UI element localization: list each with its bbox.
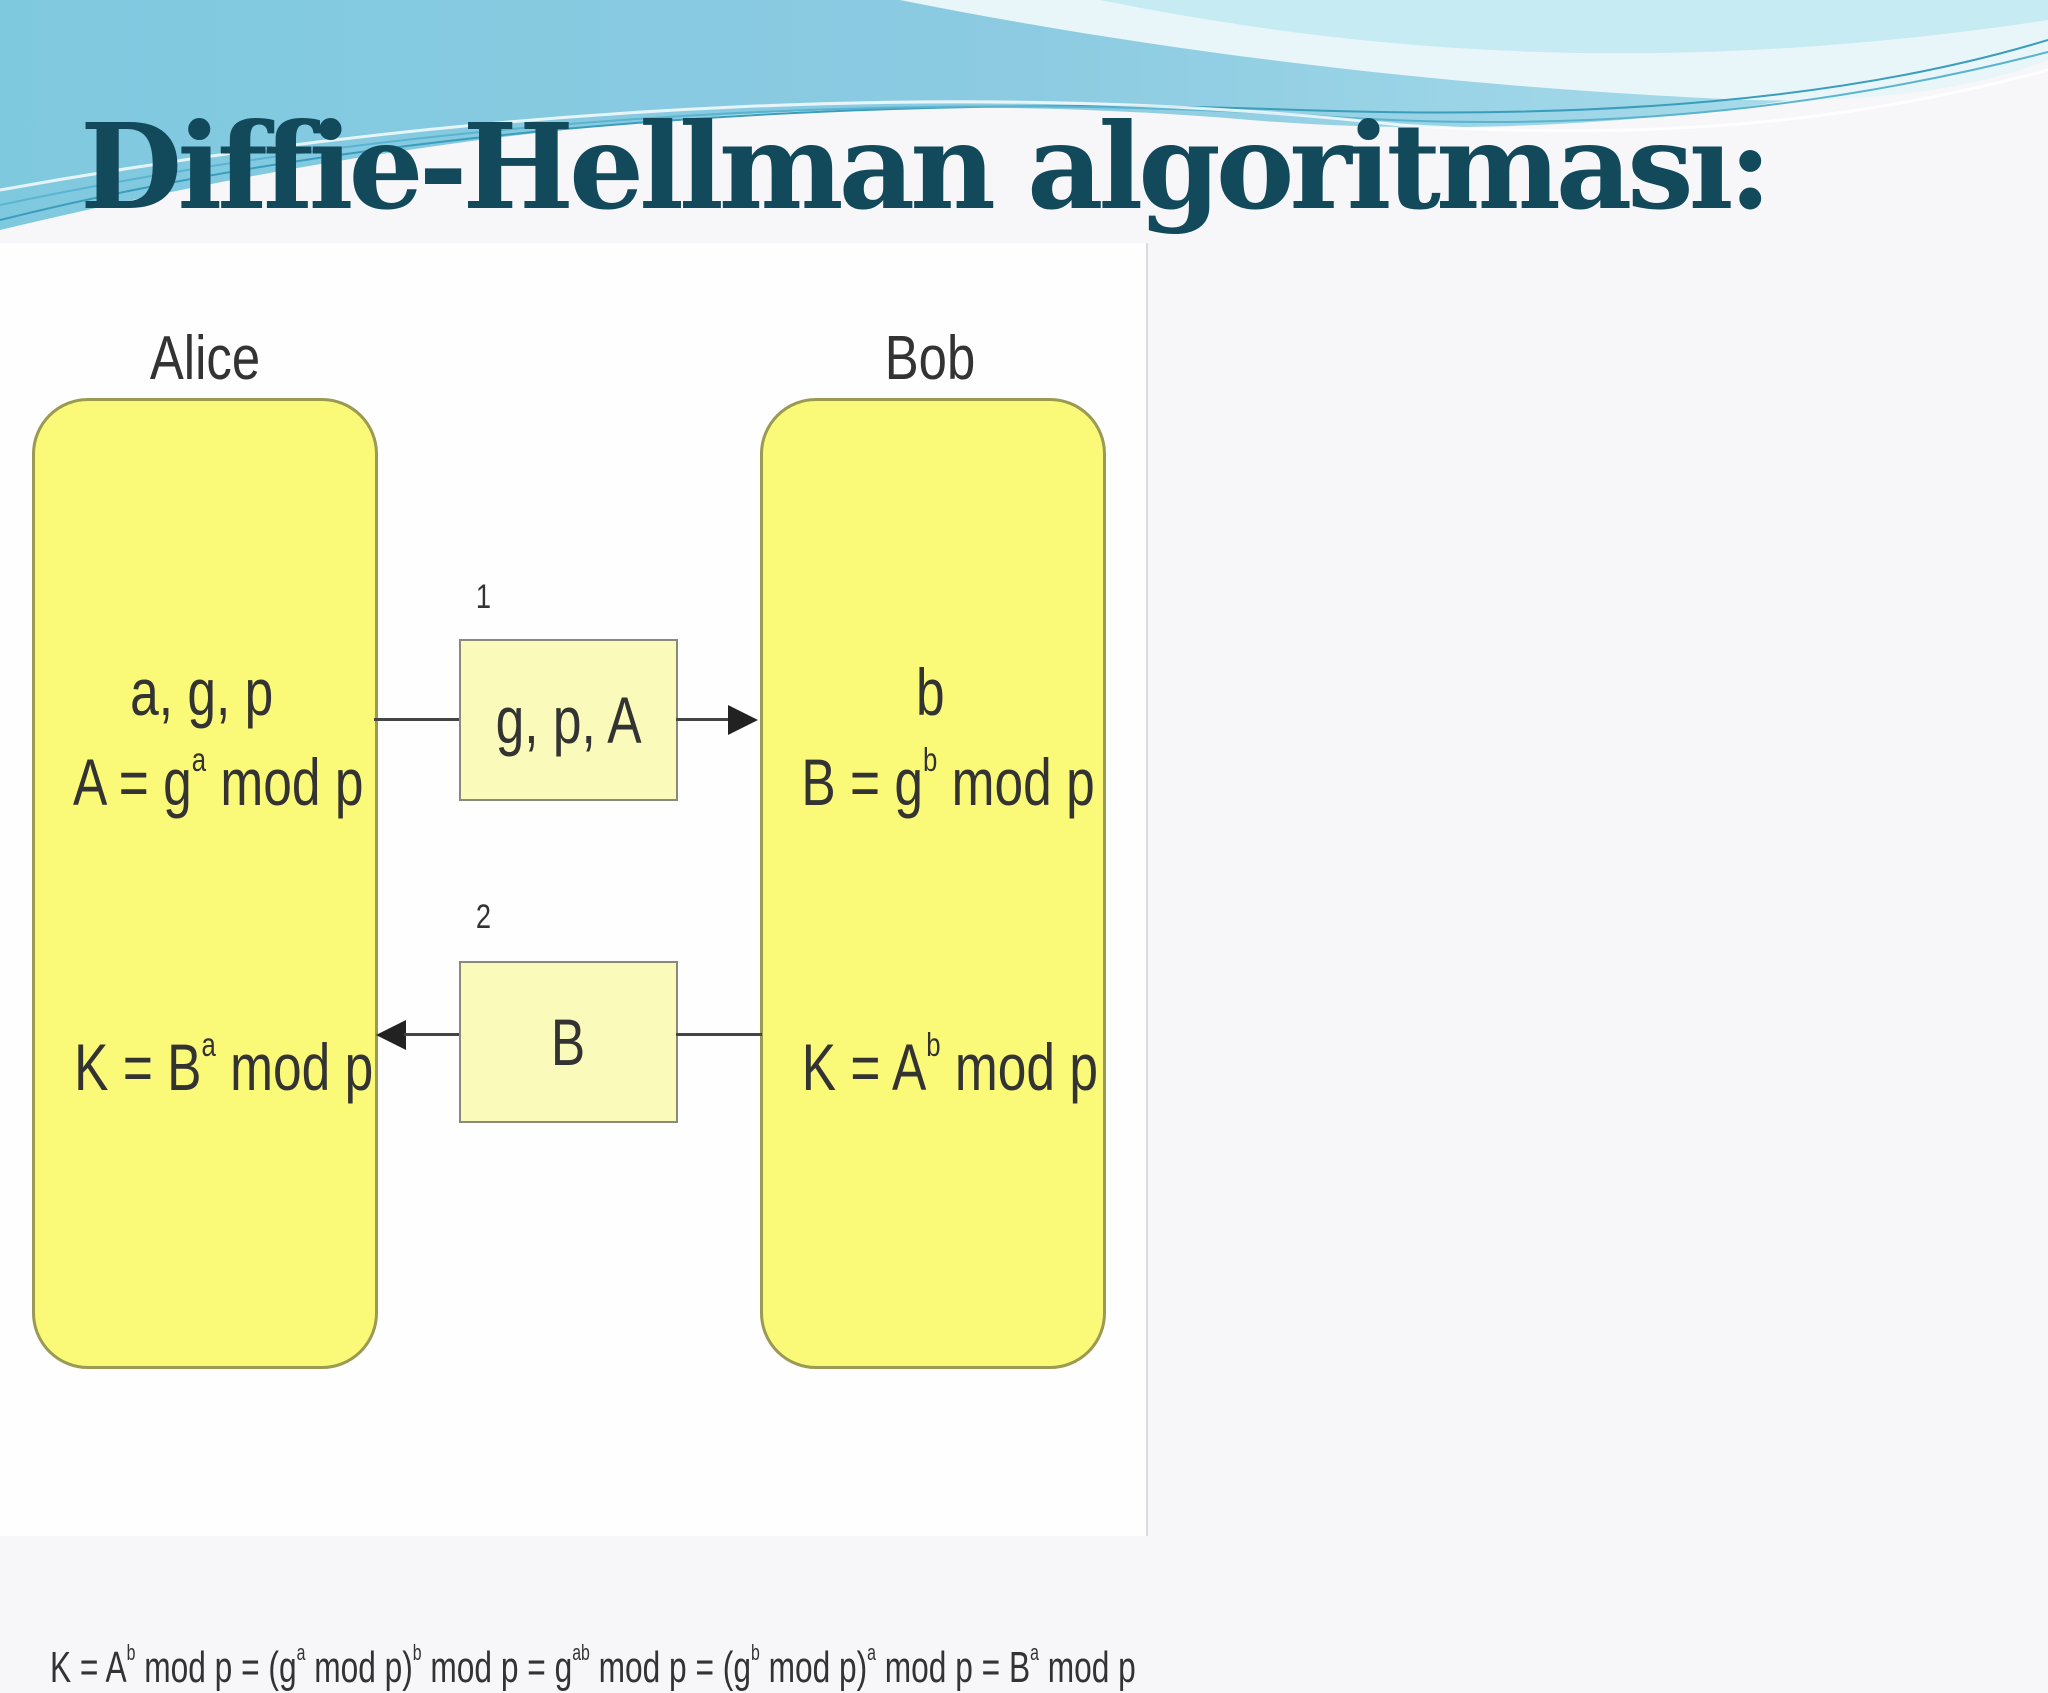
bob-public-key-formula: B = gb mod p (801, 741, 1095, 819)
alice-label: Alice (149, 324, 261, 393)
bob-box (760, 398, 1106, 1369)
slide-title: Diffie-Hellman algoritması: (80, 97, 1772, 236)
alice-private-values: a, g, p (130, 655, 274, 729)
arrow-left-icon (376, 1020, 406, 1050)
message-2-line-left (404, 1033, 460, 1036)
message-2-box: B (459, 961, 678, 1123)
bob-private-value: b (915, 655, 945, 729)
message-1-line-right (676, 718, 731, 721)
bob-shared-key-formula: K = Ab mod p (801, 1026, 1098, 1104)
diffie-hellman-diagram: Alice Bob a, g, p A = ga mod p K = Ba mo… (0, 243, 1148, 1692)
alice-shared-key-formula: K = Ba mod p (74, 1026, 374, 1104)
arrow-right-icon (728, 705, 758, 735)
message-2-line-right (676, 1033, 762, 1036)
alice-public-key-formula: A = ga mod p (72, 741, 364, 819)
shared-key-derivation: K = Ab mod p = (ga mod p)b mod p = gab m… (50, 1639, 1136, 1692)
bob-label: Bob (884, 324, 976, 393)
step-1-label: 1 (475, 578, 492, 616)
message-1-box: g, p, A (459, 639, 678, 801)
message-1-line-left (374, 718, 460, 721)
wave-banner (0, 0, 2048, 230)
step-2-label: 2 (475, 898, 492, 936)
alice-box (32, 398, 378, 1369)
